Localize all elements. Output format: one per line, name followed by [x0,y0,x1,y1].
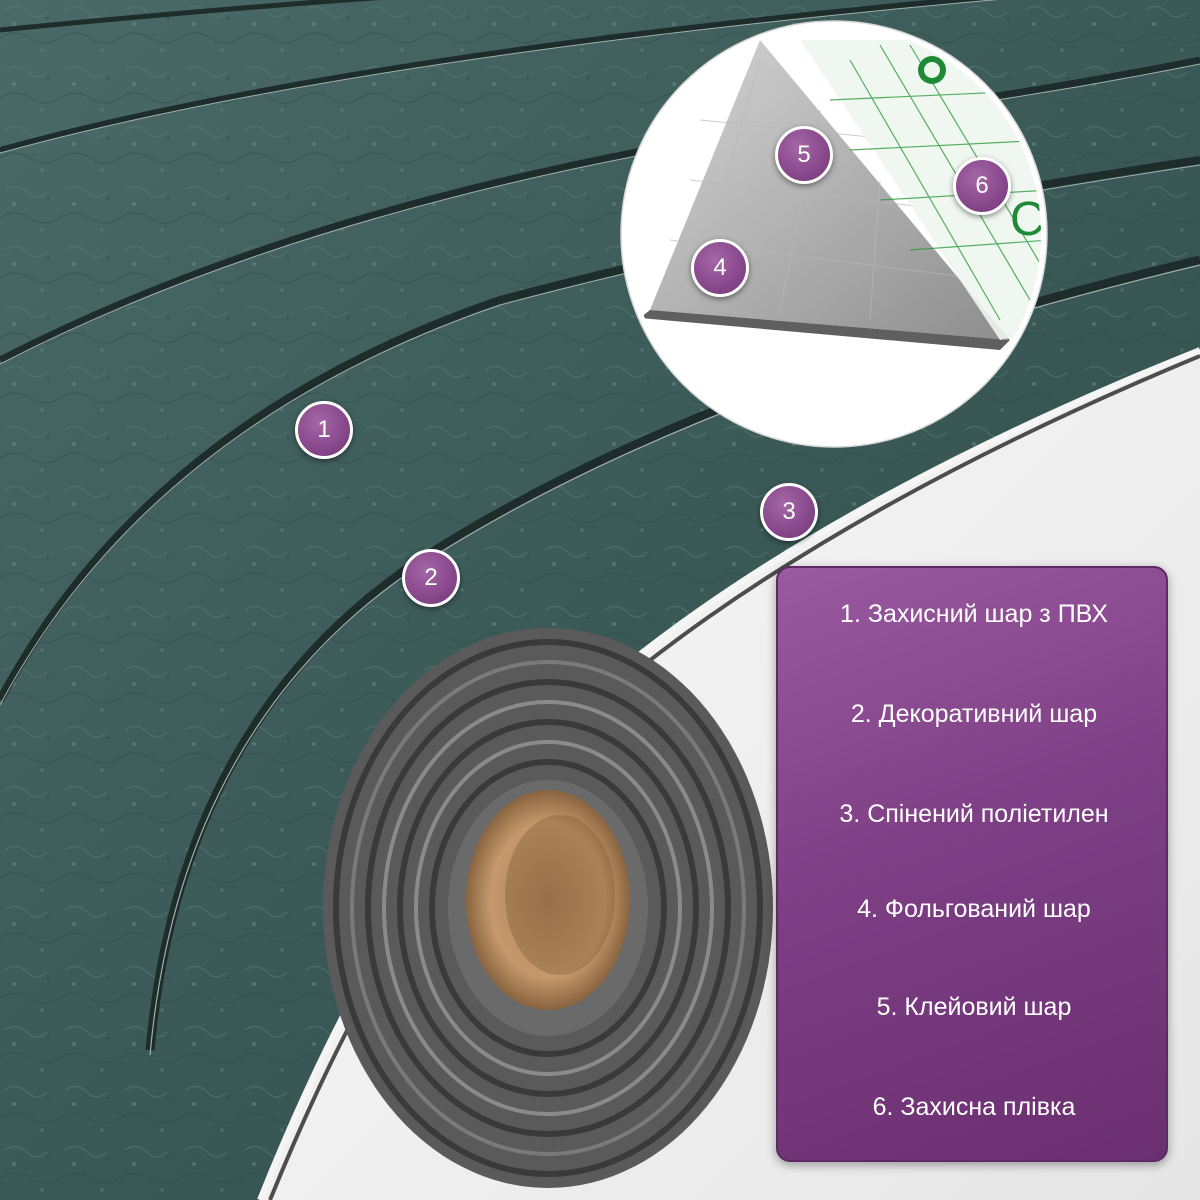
legend-item-1: 1. Захисний шар з ПВХ [840,600,1108,628]
layer-marker-6: 6 [953,157,1011,215]
layer-marker-3: 3 [760,483,818,541]
inset-circle: C [620,20,1048,448]
legend-item-6: 6. Захисна плівка [872,1093,1076,1121]
legend-item-4: 4. Фольгований шар [857,895,1091,923]
legend-item-2: 2. Декоративний шар [850,700,1098,728]
layer-marker-5: 5 [775,126,833,184]
layers-legend: 1. Захисний шар з ПВХ 2. Декоративний ша… [776,566,1168,1162]
layer-marker-2: 2 [402,549,460,607]
svg-text:C: C [1010,193,1045,246]
layer-marker-1: 1 [295,401,353,459]
legend-item-3: 3. Спінений поліетилен [839,800,1109,828]
layer-marker-4: 4 [691,239,749,297]
roll [323,628,773,1188]
legend-item-5: 5. Клейовий шар [876,993,1072,1021]
